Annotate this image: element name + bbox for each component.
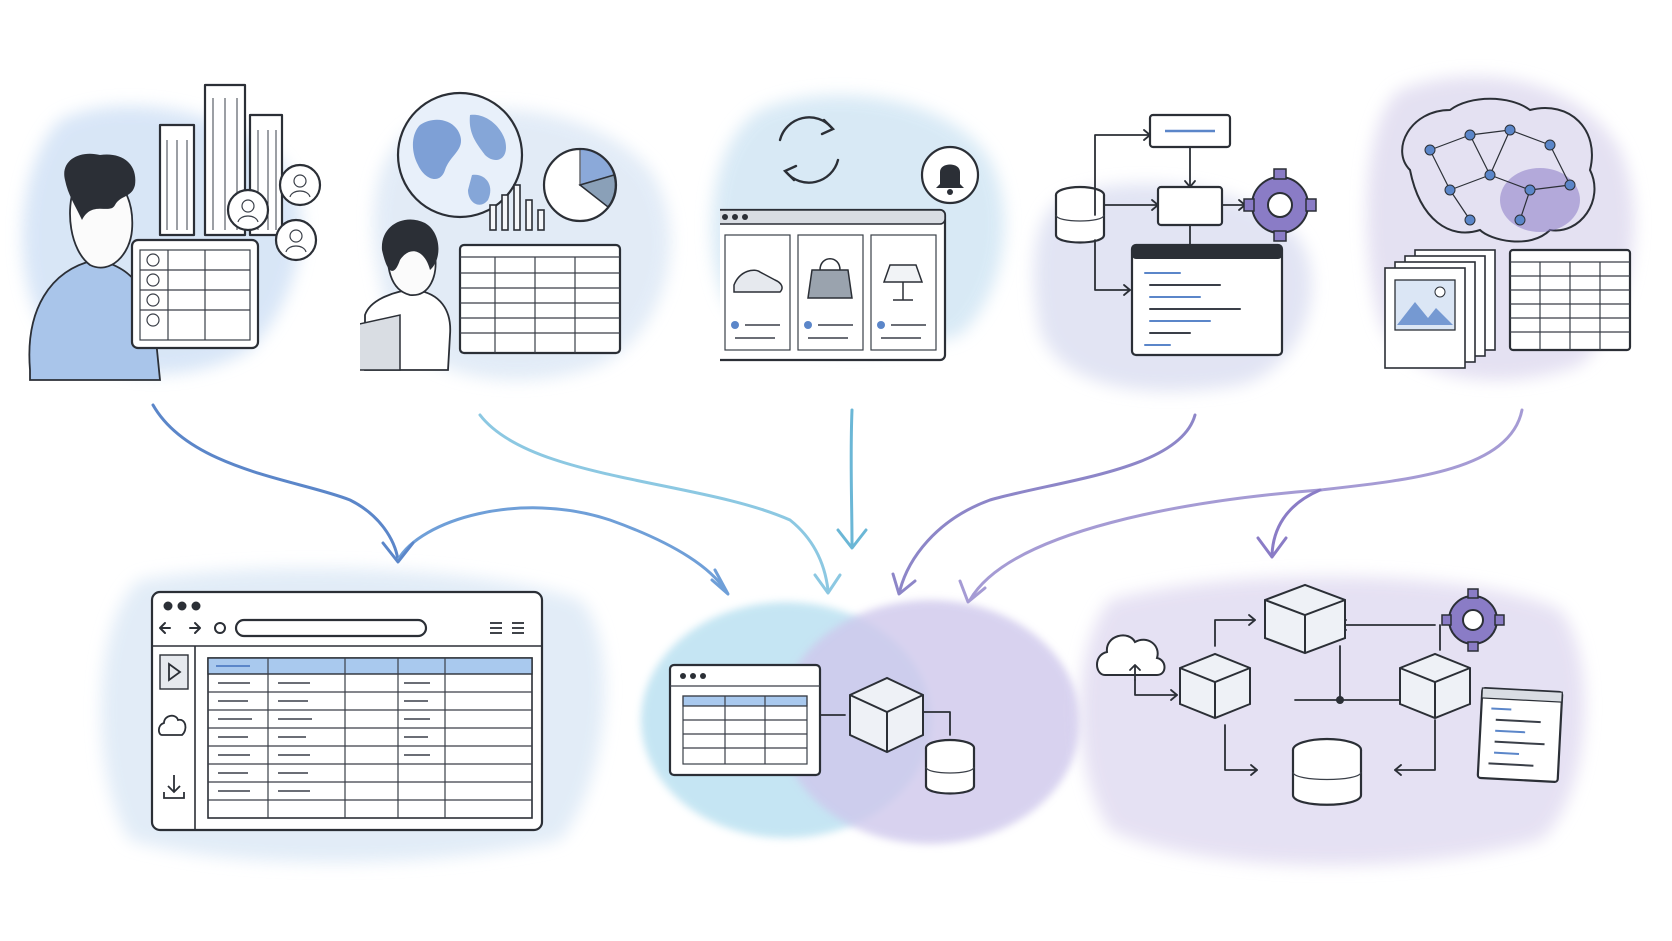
play-icon: [159, 654, 189, 690]
bar-chart-icon: [489, 184, 545, 231]
source-person-laptop: [28, 83, 322, 381]
person-avatar: [28, 153, 161, 381]
target-architecture: [1096, 583, 1564, 806]
source-neural-brain: [1384, 97, 1632, 369]
cube-top: [1264, 583, 1346, 655]
database-icon: [1054, 185, 1106, 244]
database-bottom: [1291, 737, 1363, 806]
gear-icon: [1441, 588, 1505, 652]
flow-arrow-6: [968, 408, 1524, 602]
cloud-icon: [157, 714, 187, 736]
source-ecommerce: [720, 116, 980, 362]
lamp-icon: [882, 264, 924, 301]
table-window: [1508, 248, 1632, 352]
code-card: [1476, 687, 1564, 783]
cloud-upload-icon: [1096, 634, 1166, 681]
flow-arrow-4: [849, 408, 854, 547]
bell-icon: [920, 145, 980, 205]
flow-arrow-1: [151, 403, 400, 562]
handbag-icon: [807, 258, 853, 299]
flow-arrow-5: [898, 413, 1197, 592]
flow-arrow-2: [396, 506, 727, 592]
cube-right: [1399, 652, 1471, 720]
pie-chart-icon: [542, 147, 618, 223]
flowchart-box-mid: [1156, 185, 1224, 227]
contact-avatars: [226, 163, 322, 262]
globe-icon: [396, 91, 524, 219]
buildings-icon: [158, 83, 284, 237]
browser-window-small: [668, 663, 822, 777]
flowchart-box-top: [1148, 113, 1232, 149]
gear-icon: [1243, 168, 1317, 242]
image-stack-icon: [1384, 249, 1496, 369]
source-globe-analyst: [360, 91, 622, 371]
cube-left: [1179, 652, 1251, 720]
brain-icon: [1401, 97, 1596, 243]
flow-arrow-3: [478, 413, 830, 592]
laptop-icon: [130, 238, 260, 350]
sync-icon: [778, 116, 840, 184]
code-window: [1130, 243, 1284, 357]
source-pipeline: [1054, 113, 1317, 357]
cube-icon: [849, 676, 924, 754]
flow-arrow-7: [1270, 488, 1322, 557]
person-thinking: [360, 219, 452, 371]
target-spreadsheet-browser: [150, 590, 544, 832]
data-grid: [207, 657, 533, 819]
spreadsheet-window: [458, 243, 622, 355]
product-catalog-window: [720, 208, 947, 362]
sneaker-icon: [733, 269, 783, 293]
database-icon-small: [924, 738, 976, 795]
download-icon: [163, 775, 185, 799]
target-blob-hub: [668, 663, 976, 795]
